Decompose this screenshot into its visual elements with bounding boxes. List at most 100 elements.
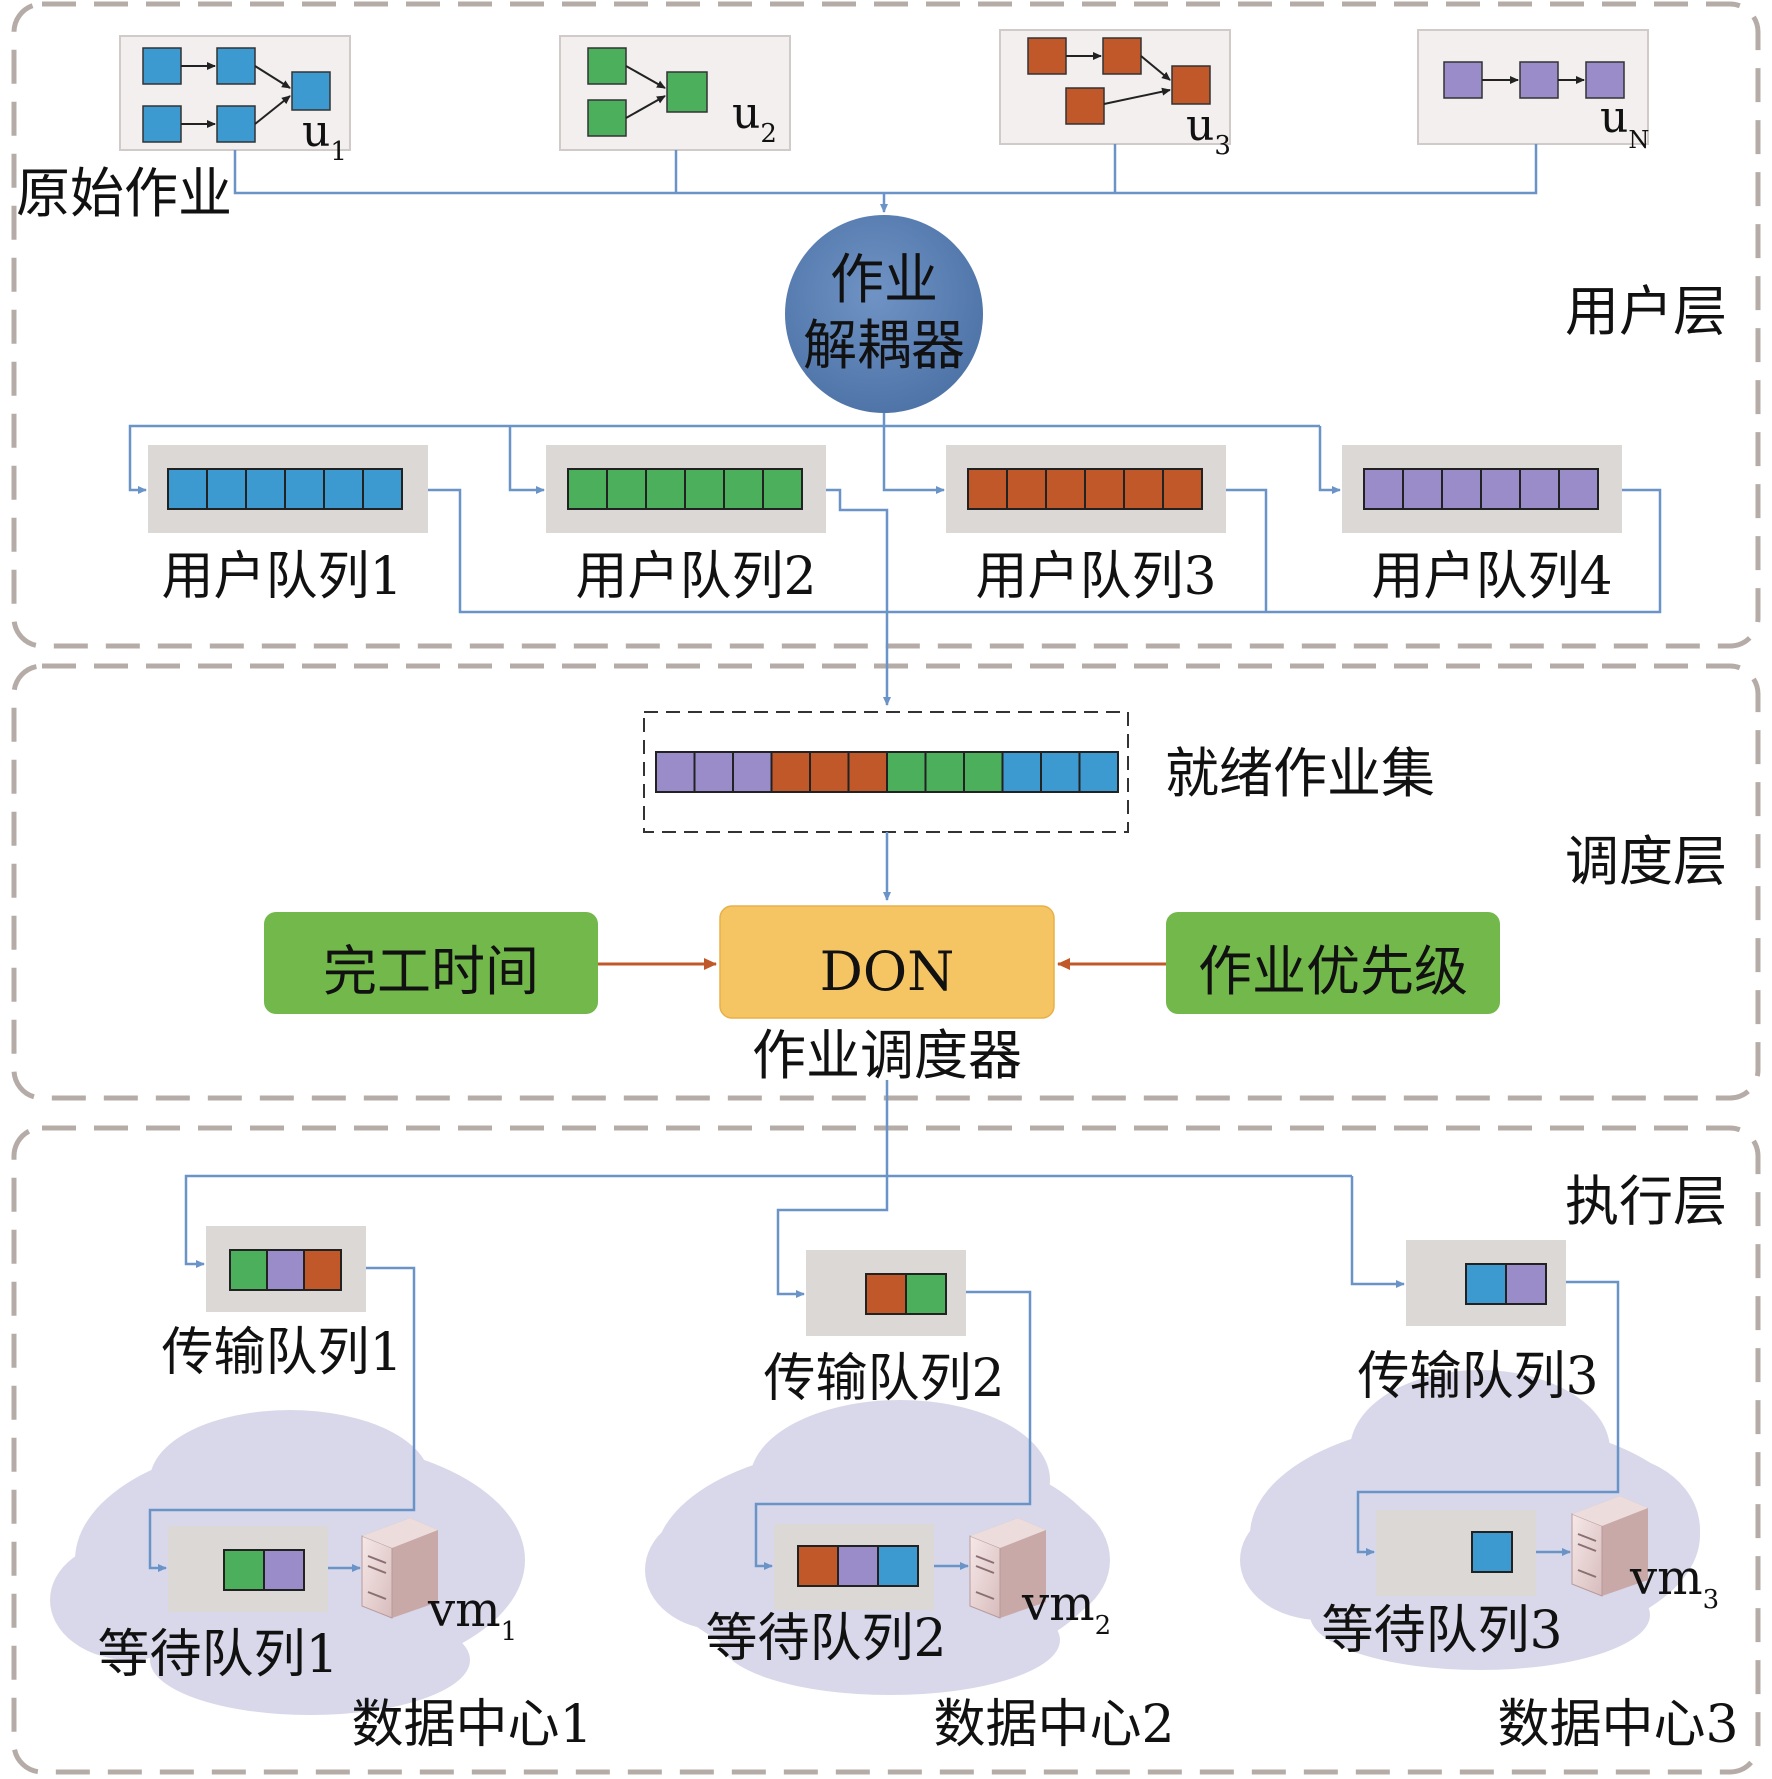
user-queue-1: [148, 445, 428, 533]
queue-cell: [1162, 468, 1203, 510]
user-queue-4-cells: [1363, 468, 1599, 510]
wait-queue-2-label: 等待队列2: [705, 1609, 946, 1669]
queue-cell: [877, 1545, 919, 1587]
queue-cell: [223, 1549, 265, 1591]
queue-cell: [1480, 468, 1521, 510]
wait-queue-1: [168, 1526, 328, 1612]
completion-time-box: 完工时间: [264, 912, 598, 1014]
don-scheduler: DON: [719, 905, 1055, 1019]
wait-queue-2: [774, 1524, 934, 1610]
queue-cell: [1040, 751, 1081, 793]
queue-cell: [1001, 751, 1042, 793]
queue-cell: [1402, 468, 1443, 510]
transfer-queue-2: [806, 1250, 966, 1336]
queue-cell: [963, 751, 1004, 793]
data-center-2-label: 数据中心2: [933, 1695, 1174, 1755]
queue-cell: [847, 751, 888, 793]
server-vm3-icon: [1571, 1496, 1648, 1597]
queue-cell: [1363, 468, 1404, 510]
user-queue-4-label: 用户队列4: [1371, 547, 1612, 607]
queue-cell: [723, 468, 764, 510]
completion-time-label: 完工时间: [323, 940, 539, 1003]
queue-cell: [266, 1249, 305, 1291]
wait-queue-1-label: 等待队列1: [97, 1625, 338, 1685]
schedule-layer-label: 调度层: [1565, 830, 1727, 893]
data-center-3-label: 数据中心3: [1497, 1695, 1738, 1755]
ready-job-set-cells: [655, 751, 1119, 793]
dag-u2: [559, 35, 791, 151]
transfer-queue-2-label: 传输队列2: [763, 1349, 1004, 1409]
queue-cell: [1558, 468, 1599, 510]
wait-queue-2-cells: [797, 1545, 919, 1587]
queue-cell: [323, 468, 364, 510]
wait-queue-3-label: 等待队列3: [1321, 1601, 1562, 1661]
queue-cell: [1465, 1263, 1507, 1305]
user-queue-2-label: 用户队列2: [575, 547, 816, 607]
queue-cell: [905, 1273, 947, 1315]
queue-cell: [809, 751, 850, 793]
queue-cell: [1078, 751, 1119, 793]
ready-set-label: 就绪作业集: [1165, 742, 1435, 805]
dag-u1: [119, 35, 351, 151]
job-priority-box: 作业优先级: [1166, 912, 1500, 1014]
execute-layer-label: 执行层: [1565, 1170, 1727, 1233]
user-layer-label: 用户层: [1565, 280, 1727, 343]
data-center-1-label: 数据中心1: [351, 1695, 592, 1755]
queue-cell: [693, 751, 734, 793]
job-priority-label: 作业优先级: [1198, 940, 1468, 1003]
queue-cell: [1006, 468, 1047, 510]
decoupler-line2: 解耦器: [803, 314, 965, 377]
queue-cell: [924, 751, 965, 793]
decoupler-line1: 作业: [830, 248, 938, 311]
user-queue-3: [946, 445, 1226, 533]
queue-cell: [303, 1249, 342, 1291]
decoupler-to-queues: [128, 413, 1341, 494]
queue-cell: [362, 468, 403, 510]
queue-cell: [1505, 1263, 1547, 1305]
vm1-label: vm1: [427, 1582, 517, 1647]
queue-cell: [1123, 468, 1164, 510]
user-queue-2: [546, 445, 826, 533]
queue-cell: [684, 468, 725, 510]
don-label: DON: [820, 940, 955, 1003]
transfer-queue-1: [206, 1226, 366, 1312]
queue-cell: [167, 468, 208, 510]
dag-uN: [1417, 29, 1649, 145]
queue-cell: [1471, 1531, 1513, 1573]
queue-cell: [229, 1249, 268, 1291]
user-queue-3-label: 用户队列3: [975, 547, 1216, 607]
queue-cell: [762, 468, 803, 510]
user-u3-label: u3: [1186, 100, 1231, 161]
user-u1-label: u1: [302, 106, 347, 167]
wait-queue-3: [1376, 1510, 1536, 1596]
queue-cell: [245, 468, 286, 510]
wait-queue-1-cells: [223, 1549, 305, 1591]
user-uN-label: uN: [1600, 92, 1649, 154]
user-queue-4: [1342, 445, 1622, 533]
scheduler-name: 作业调度器: [752, 1024, 1022, 1087]
transfer-queue-2-cells: [865, 1273, 947, 1315]
ready-job-set: [643, 711, 1129, 833]
data-center-2-cloud: [645, 1400, 1110, 1695]
raw-jobs-label: 原始作业: [16, 162, 232, 225]
queue-cell: [967, 468, 1008, 510]
queue-cell: [206, 468, 247, 510]
user-queue-3-cells: [967, 468, 1203, 510]
job-decoupler: 作业 解耦器: [785, 215, 983, 413]
queue-cell: [1045, 468, 1086, 510]
queue-cell: [837, 1545, 879, 1587]
transfer-queue-3-label: 传输队列3: [1357, 1347, 1598, 1407]
queue-cell: [886, 751, 927, 793]
queue-cell: [645, 468, 686, 510]
vm2-label: vm2: [1021, 1576, 1111, 1641]
transfer-queue-3-cells: [1465, 1263, 1547, 1305]
server-vm2-icon: [969, 1518, 1046, 1619]
queue-cell: [284, 468, 325, 510]
transfer-queue-1-cells: [229, 1249, 342, 1291]
queue-cell: [732, 751, 773, 793]
dag-connectors: [233, 144, 1538, 213]
user-queue-2-cells: [567, 468, 803, 510]
server-vm1-icon: [361, 1518, 438, 1619]
queue-cell: [655, 751, 696, 793]
user-queue-1-label: 用户队列1: [161, 547, 402, 607]
